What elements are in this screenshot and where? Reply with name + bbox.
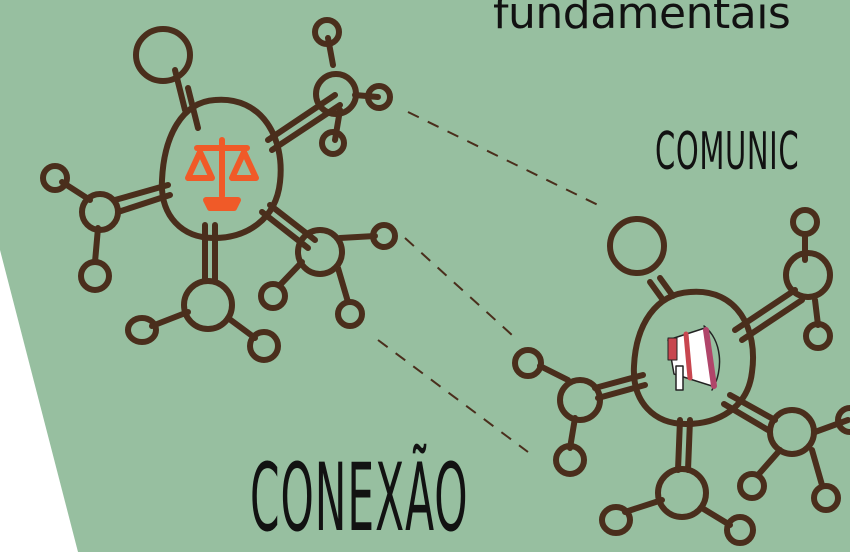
scales-of-justice-icon <box>185 137 259 211</box>
heading-fundamentais: fundamentais <box>493 0 791 39</box>
molecule-left <box>40 17 398 363</box>
dashed-connectors <box>377 111 599 453</box>
label-conexao: CONEXÃO <box>250 444 469 553</box>
right-hub <box>630 288 756 428</box>
megaphone-icon <box>667 325 721 391</box>
left-hub <box>158 96 284 242</box>
connector-top <box>407 111 599 206</box>
connector-bottom <box>377 339 529 453</box>
molecule-right <box>512 207 850 546</box>
connector-middle <box>404 237 513 336</box>
label-comunicacao: COMUNIC <box>655 122 800 182</box>
